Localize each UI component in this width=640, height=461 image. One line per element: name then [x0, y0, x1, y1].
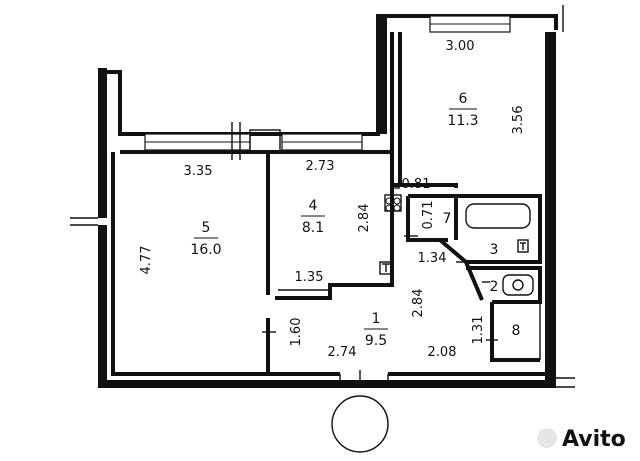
- room-number: 4: [309, 198, 318, 214]
- sink: [502, 274, 534, 296]
- entrance-marker: [331, 395, 389, 453]
- dimension-label: 2.74: [328, 345, 357, 360]
- dimension-label: 3.35: [184, 164, 213, 179]
- dimension-label: 2.84: [357, 204, 372, 233]
- interior-walls: [120, 32, 542, 374]
- room-area: 16.0: [190, 242, 221, 258]
- watermark: Avito: [537, 427, 626, 452]
- dimension-labels: 3.35 4.77 2.73 2.84 1.35 3.00 3.56 2.74 …: [139, 39, 526, 360]
- dimension-label: 1.31: [471, 316, 486, 345]
- dimension-lines: [262, 187, 498, 341]
- fixtures: [465, 203, 534, 296]
- dimension-label: 1.35: [295, 270, 324, 285]
- room-number: 3: [490, 242, 499, 258]
- room-area: 9.5: [365, 333, 387, 349]
- dimension-label: 0.81: [402, 177, 431, 192]
- room-number: 2: [490, 279, 499, 295]
- room-labels: 5 16.0 4 8.1 6 11.3 1 9.5 3 2 7 8: [190, 91, 520, 349]
- room-number: 5: [202, 220, 211, 236]
- room-number: 1: [372, 311, 381, 327]
- dimension-label: 2.73: [306, 159, 335, 174]
- room-area: 8.1: [302, 220, 324, 236]
- dimension-label: 3.56: [511, 106, 526, 135]
- structural-walls: [98, 14, 556, 388]
- dimension-label: 1.34: [418, 251, 447, 266]
- entrance: [331, 370, 389, 453]
- room-number: 7: [443, 211, 452, 227]
- dimension-label: 4.77: [139, 246, 154, 275]
- dimension-label: 2.84: [411, 289, 426, 318]
- dimension-label: 0.71: [421, 201, 436, 230]
- dimension-label: 3.00: [446, 39, 475, 54]
- room-area: 11.3: [447, 113, 478, 129]
- vent-icon: [385, 197, 401, 212]
- room-number: 6: [459, 91, 468, 107]
- watermark-text: Avito: [562, 427, 626, 452]
- dimension-label: 1.60: [289, 318, 304, 347]
- bathtub: [465, 203, 531, 229]
- dimension-label: 2.08: [428, 345, 457, 360]
- windows: [144, 15, 511, 160]
- room-number: 8: [512, 323, 521, 339]
